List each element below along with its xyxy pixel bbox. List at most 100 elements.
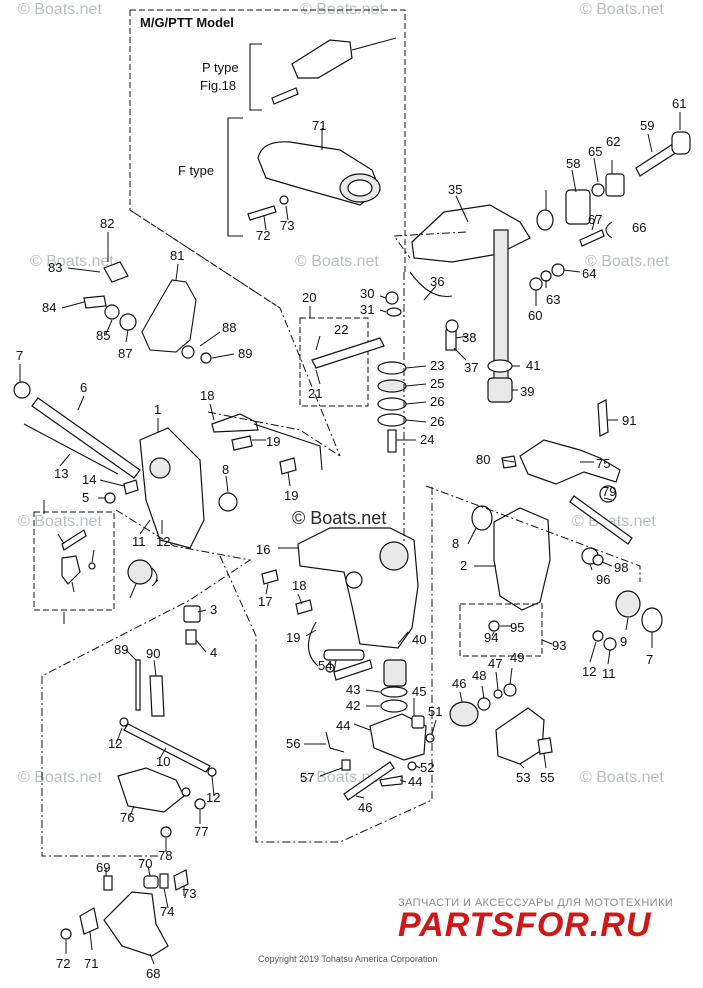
washer-85	[279, 195, 289, 205]
callout-44-b: 52	[420, 760, 434, 775]
clamp-bracket-1	[139, 427, 205, 549]
plate-22	[311, 337, 385, 369]
callout-35: 43	[346, 682, 360, 697]
block-3	[183, 605, 201, 623]
callout-25: 25	[430, 376, 444, 391]
bolt-75	[83, 295, 107, 309]
callout-12-a: 12	[108, 736, 122, 751]
washer-12-b	[207, 767, 217, 777]
pin-71	[501, 455, 517, 469]
rod-70	[569, 495, 633, 545]
callout-65: 74	[160, 904, 174, 919]
callout-24: 24	[420, 432, 434, 447]
p-type-figure-ref: Fig.18	[200, 78, 236, 93]
callout-88: 94	[484, 630, 498, 645]
leader-lines	[19, 112, 681, 965]
fitting-16-mid	[295, 599, 313, 615]
nut-90	[592, 554, 604, 566]
callout-19b: 19	[284, 488, 298, 503]
callout-75: 84	[42, 300, 56, 315]
callout-77: 87	[118, 346, 132, 361]
cover-45	[495, 707, 545, 765]
bracket-67	[117, 767, 185, 813]
callout-67: 76	[120, 810, 134, 825]
watermark-mid-upper: © Boats.net	[295, 253, 379, 270]
rod-47	[325, 731, 345, 753]
bolt-31	[445, 329, 457, 351]
callout-46-left: 54	[318, 658, 332, 673]
nut-53	[605, 173, 625, 197]
bracket-72	[141, 279, 197, 353]
o-ring-98	[536, 209, 554, 231]
steering-bracket-29	[411, 204, 531, 263]
p-type-bracket	[249, 43, 262, 111]
callout-71: 80	[476, 452, 490, 467]
lever-66	[519, 439, 621, 485]
callout-62: 71	[84, 956, 98, 971]
callout-12-upper: 12	[156, 534, 170, 549]
callout-6: 6	[80, 380, 87, 395]
watermark-left-lower: © Boats.net	[18, 769, 102, 786]
nut-7-left	[13, 381, 31, 399]
sub-box-20	[299, 317, 369, 407]
washer-76	[104, 304, 120, 320]
callout-34: 41	[526, 358, 540, 373]
right-parts	[459, 399, 663, 657]
callout-3: 3	[210, 602, 217, 617]
callout-13: 13	[54, 466, 68, 481]
spring-64	[173, 869, 189, 891]
callout-7-right: 7	[646, 652, 653, 667]
model-box-left-border	[129, 10, 281, 309]
washer-77	[119, 313, 137, 331]
callout-79: 89	[238, 346, 252, 361]
callout-20: 20	[302, 290, 316, 305]
callout-76: 85	[96, 328, 110, 343]
bolt-48	[341, 759, 351, 771]
tilt-tube-6	[31, 397, 141, 479]
callout-16-mid: 18	[292, 578, 306, 593]
nut-27	[385, 291, 399, 305]
part-73	[103, 261, 129, 283]
sub-box-91-97	[33, 511, 158, 611]
callout-70: 79	[602, 484, 616, 499]
callout-80: 89	[114, 642, 128, 657]
callout-10: 10	[156, 754, 170, 769]
swivel-bracket-15	[261, 527, 419, 667]
callout-32: 38	[462, 330, 476, 345]
callout-39: 46	[452, 676, 466, 691]
advert-tagline: ЗАПЧАСТИ И АКСЕССУАРЫ ДЛЯ МОТОТЕХНИКИ	[398, 897, 673, 909]
bolt-40	[343, 761, 395, 801]
clip-94	[61, 555, 81, 585]
bushing-34	[487, 359, 513, 373]
callout-48: 57	[300, 770, 314, 785]
callout-82: 91	[622, 413, 636, 428]
callout-46-right: 55	[540, 770, 554, 785]
callout-22: 22	[334, 322, 348, 337]
callout-1: 1	[154, 402, 161, 417]
bolt-36	[379, 775, 403, 787]
callout-61: 70	[138, 856, 152, 871]
callout-87: 93	[552, 638, 566, 653]
watermark-left-upper: © Boats.net	[30, 253, 114, 270]
callout-90: 98	[614, 560, 628, 575]
washer-69	[160, 826, 172, 838]
sub-box-87	[459, 603, 543, 657]
bushing-33-lower	[383, 659, 407, 687]
callout-42: 48	[472, 668, 486, 683]
callout-11-right: 11	[602, 666, 616, 681]
spring-81	[149, 675, 165, 717]
callout-81: 90	[146, 646, 160, 661]
callout-37: 44	[336, 718, 350, 733]
washer-35	[380, 686, 408, 698]
callout-38: 45	[412, 684, 426, 699]
callout-60: 69	[96, 860, 110, 875]
washer-26-b	[377, 413, 407, 427]
cable-18	[211, 413, 259, 433]
pin-46	[323, 649, 365, 661]
washer-44-b	[407, 761, 417, 771]
p-type-bracket-plate	[291, 39, 353, 79]
callout-83: 71	[312, 118, 326, 133]
callout-40: 46	[358, 800, 372, 815]
sub-box-border	[33, 511, 115, 611]
bolt-35-a	[333, 659, 373, 681]
